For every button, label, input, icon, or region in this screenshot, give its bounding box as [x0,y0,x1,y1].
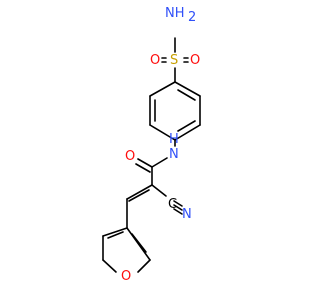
furan-ring [102,227,151,273]
nitrile-carbon-label: C [168,197,177,212]
nitrile-nitrogen-label: N [182,207,192,222]
sulfonyl-oxygen-right-label: O [190,53,200,68]
carbonyl-group [135,158,153,186]
sulfonyl-oxygen-left-label: O [150,53,160,68]
furan-oxygen-label: O [121,269,131,284]
alkene-nitrile [126,184,183,215]
sulfonamide-nh-label: NH [165,6,185,21]
sulfur-label: S [170,53,178,68]
sulfonamide-nh2-subscript: 2 [188,10,196,25]
molecule-canvas: NH 2 S O O N H O C N O [102,6,201,284]
sulfonamide-group [161,37,189,83]
n-carbonyl-bond [151,157,168,168]
amide-hydrogen-label: H [169,132,179,147]
carbonyl-oxygen-label: O [125,149,135,164]
structure-drawing: NH 2 S O O N H O C N O [102,6,201,284]
benzene-ring [149,81,201,141]
amide-nitrogen-label: N [169,147,179,162]
